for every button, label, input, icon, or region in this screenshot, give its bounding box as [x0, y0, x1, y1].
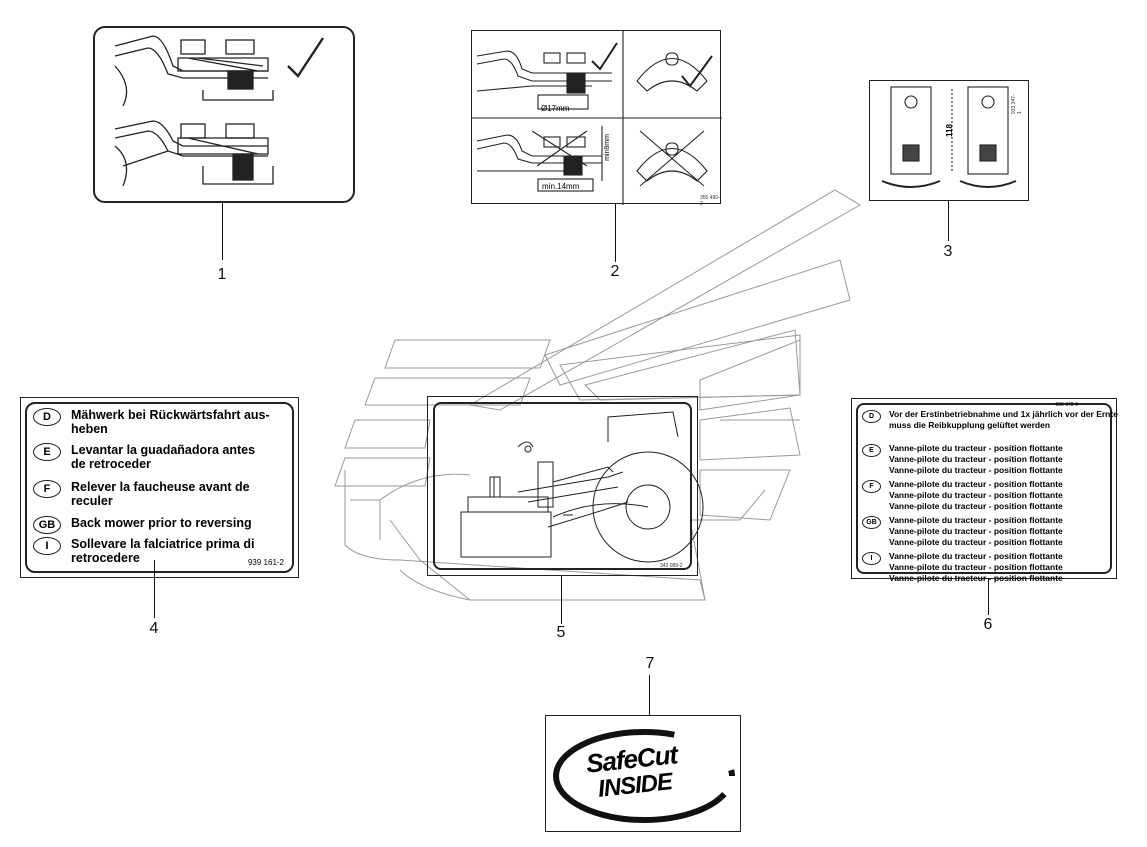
lang-badge-d: D	[862, 410, 881, 423]
decal-1-bolt-mounting	[93, 26, 355, 203]
leader-line-5	[561, 576, 562, 624]
leader-line-6	[988, 579, 989, 615]
decal-3-blade-direction: 118 933 347-1	[869, 80, 1029, 201]
dim-blade-length: 118	[944, 124, 954, 137]
warning-text-e: Levantar la guadañadora antes de retroce…	[71, 443, 256, 471]
decal-7-safecut-logo: SafeCut INSIDE	[545, 715, 741, 832]
decal-2-part-code: 355 490-2	[700, 195, 720, 207]
decal-5-part-code: 342 089-2	[660, 563, 683, 569]
dim-diameter: Ø17mm	[541, 104, 570, 113]
instruction-text-e: Vanne-pilote du tracteur - position flot…	[889, 443, 1063, 475]
callout-2: 2	[610, 263, 620, 280]
instruction-text-f: Vanne-pilote du tracteur - position flot…	[889, 479, 1063, 511]
callout-5: 5	[556, 624, 566, 641]
decal-6-part-code: 939 378-0	[1055, 402, 1078, 408]
lang-badge-i: I	[33, 537, 61, 555]
leader-line-3	[948, 201, 949, 241]
dim-min-height: min8mm	[603, 134, 611, 161]
leader-line-7	[649, 675, 650, 715]
decal-2-blade-bolt-wear: Ø17mm min.14mm min8mm 355 490-2	[471, 30, 722, 207]
lang-badge-e: E	[33, 443, 61, 461]
warning-text-d: Mähwerk bei Rückwärtsfahrt aus-heben	[71, 408, 270, 436]
warning-text-i: Sollevare la falciatrice prima di retroc…	[71, 537, 255, 565]
leader-line-1	[222, 203, 223, 260]
callout-1: 1	[217, 266, 227, 283]
callout-4: 4	[149, 620, 159, 637]
warning-text-gb: Back mower prior to reversing	[71, 516, 252, 530]
callout-3: 3	[943, 243, 953, 260]
leader-line-2	[615, 204, 616, 262]
instruction-text-gb: Vanne-pilote du tracteur - position flot…	[889, 515, 1063, 547]
decal-4-part-code: 939 161-2	[247, 558, 284, 567]
callout-7: 7	[645, 655, 655, 672]
lang-badge-d: D	[33, 408, 61, 426]
lang-badge-f: F	[33, 480, 61, 498]
decal-3-part-code: 933 347-1	[1011, 94, 1023, 114]
lang-badge-i: I	[862, 552, 881, 565]
warning-text-f: Relever la faucheuse avant de reculer	[71, 480, 250, 508]
instruction-text-d: Vor der Erstinbetriebnahme und 1x jährli…	[889, 409, 1118, 430]
decal-6-clutch-instructions: 939 378-0 D Vor der Erstinbetriebnahme u…	[851, 398, 1118, 583]
lang-badge-f: F	[862, 480, 881, 493]
decal-4-reversing-warning: D Mähwerk bei Rückwärtsfahrt aus-heben E…	[20, 397, 299, 578]
instruction-text-i: Vanne-pilote du tracteur - position flot…	[889, 551, 1063, 583]
callout-6: 6	[983, 616, 993, 633]
lang-badge-e: E	[862, 444, 881, 457]
decal-5-tractor-lift-illustration: 342 089-2	[427, 396, 704, 576]
leader-line-4	[154, 560, 155, 618]
lang-badge-gb: GB	[33, 516, 61, 534]
lang-badge-gb: GB	[862, 516, 881, 529]
dim-min-length: min.14mm	[542, 182, 580, 191]
